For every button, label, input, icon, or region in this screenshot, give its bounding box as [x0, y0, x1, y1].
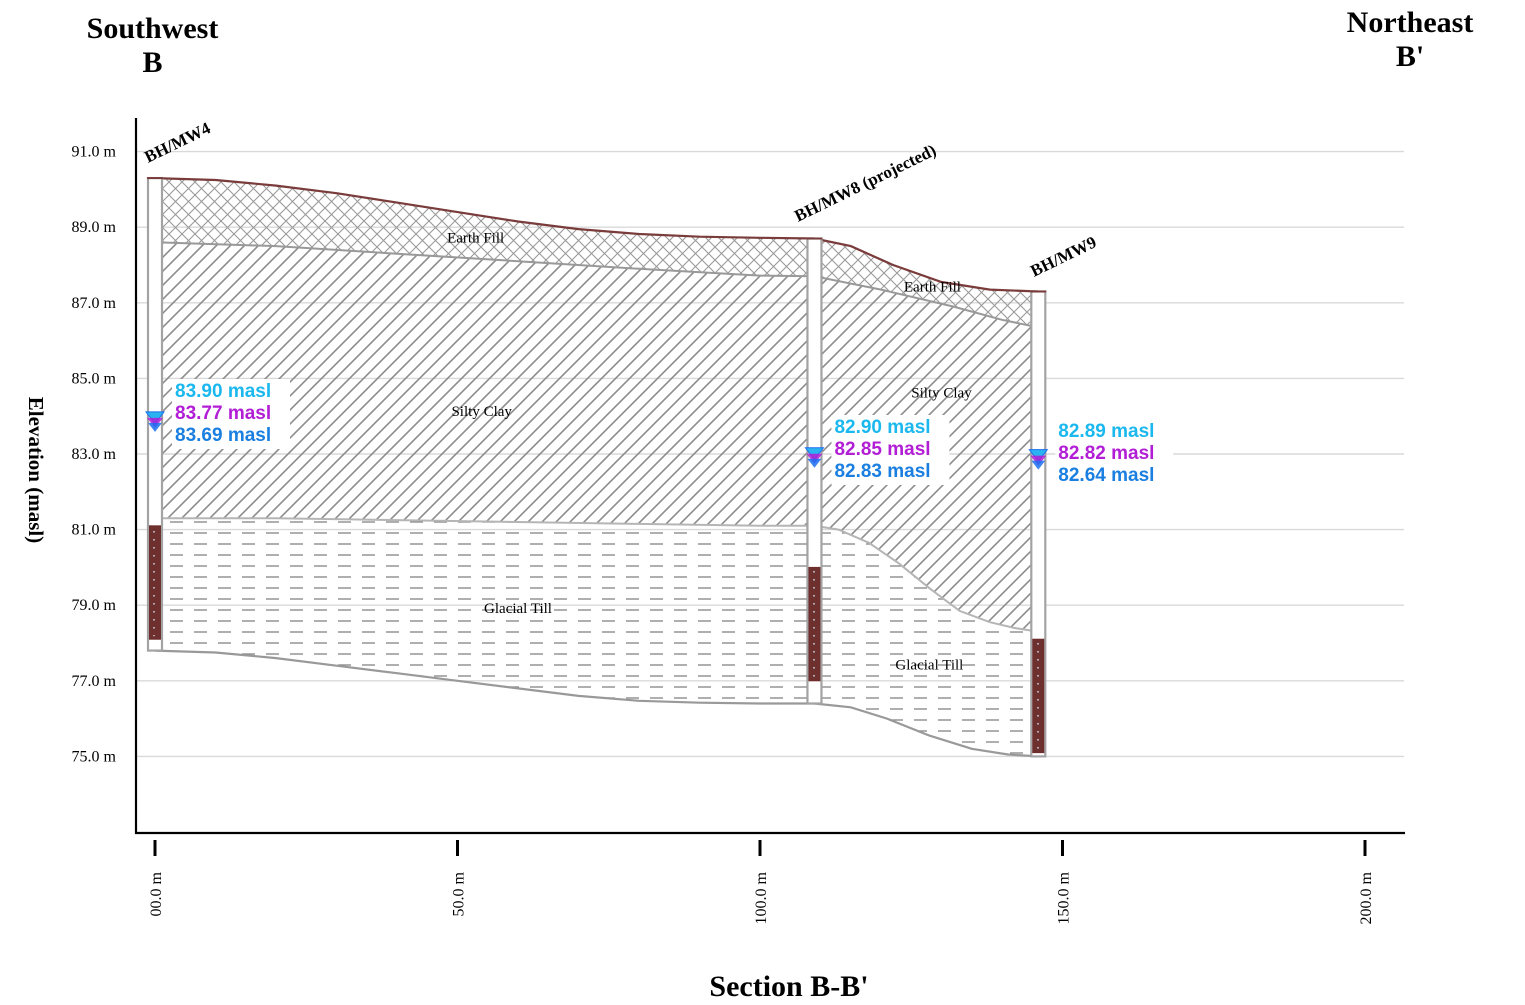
layer-label: Silty Clay: [911, 385, 972, 401]
layer-label: Glacial Till: [895, 657, 963, 673]
water-level-reading: 82.83 masl: [834, 461, 930, 482]
water-level-reading: 83.90 masl: [175, 381, 271, 402]
well-screen-slots: [812, 570, 817, 678]
y-tick-label: 89.0 m: [72, 219, 117, 236]
y-tick-label: 77.0 m: [72, 673, 117, 690]
water-level-reading: 83.77 masl: [175, 403, 271, 424]
x-tick-label: 200.0 m: [1358, 871, 1375, 924]
x-tick-label: 100.0 m: [753, 871, 770, 924]
section-title: Section B-B': [709, 970, 868, 1003]
y-tick-label: 75.0 m: [72, 748, 117, 765]
earth-fill-layer: [155, 178, 1039, 328]
water-level-icon: [807, 458, 822, 468]
water-level-icon: [1031, 460, 1046, 470]
layer-label: Silty Clay: [451, 404, 512, 420]
well-screen-slots: [1036, 642, 1041, 750]
water-level-label-box: [831, 415, 950, 485]
clay-till-contact: [155, 517, 1039, 633]
southwest-section-letter: B: [142, 46, 163, 79]
borehole-label: BH/MW8 (projected): [791, 141, 939, 226]
water-level-reading: 82.90 masl: [834, 417, 930, 438]
till-base-contact: [154, 649, 1039, 758]
layer-label: Glacial Till: [484, 601, 552, 617]
borehole-label: BH/MW4: [141, 118, 213, 166]
x-tick-label: 00.0 m: [148, 871, 165, 916]
layer-label: Earth Fill: [447, 230, 504, 246]
y-tick-label: 83.0 m: [72, 446, 117, 463]
y-tick-label: 79.0 m: [72, 597, 117, 614]
water-level-reading: 82.89 masl: [1058, 421, 1154, 442]
water-level-reading: 82.82 masl: [1058, 443, 1154, 464]
y-tick-label: 85.0 m: [72, 370, 117, 387]
axes: 91.0 m 89.0 m 87.0 m 85.0 m 83.0 m 81.0 m 79.0…: [24, 118, 1405, 1003]
x-tick-label: 150.0 m: [1056, 871, 1073, 924]
y-axis-title: Elevation (masl): [24, 397, 48, 543]
water-level-label-box: [172, 379, 290, 449]
northeast-section-letter: B': [1395, 40, 1425, 73]
layer-label: Earth Fill: [904, 279, 961, 295]
southwest-header: Southwest B: [60, 12, 245, 80]
fill-clay-contact: [154, 241, 1039, 329]
y-tick-label: 87.0 m: [72, 295, 117, 312]
borehole: BH/MW9: [1027, 232, 1099, 758]
borehole-label: BH/MW9: [1027, 232, 1099, 280]
water-level-icon: [148, 422, 162, 432]
water-level-reading: 82.64 masl: [1058, 465, 1154, 486]
water-level-reading: 83.69 masl: [175, 425, 271, 446]
water-level-label-box: [1055, 419, 1174, 489]
northeast-direction: Northeast: [1346, 6, 1474, 39]
y-tick-label: 91.0 m: [72, 144, 117, 161]
southwest-direction: Southwest: [86, 12, 219, 45]
x-tick-label: 50.0 m: [451, 871, 468, 916]
northeast-header: Northeast B': [1330, 6, 1490, 74]
y-tick-label: 81.0 m: [72, 522, 117, 539]
layer-contacts: [154, 177, 1039, 758]
ground-surface-line: [154, 177, 1039, 293]
water-level-reading: 82.85 masl: [834, 439, 930, 460]
well-screen-slots: [153, 528, 157, 637]
